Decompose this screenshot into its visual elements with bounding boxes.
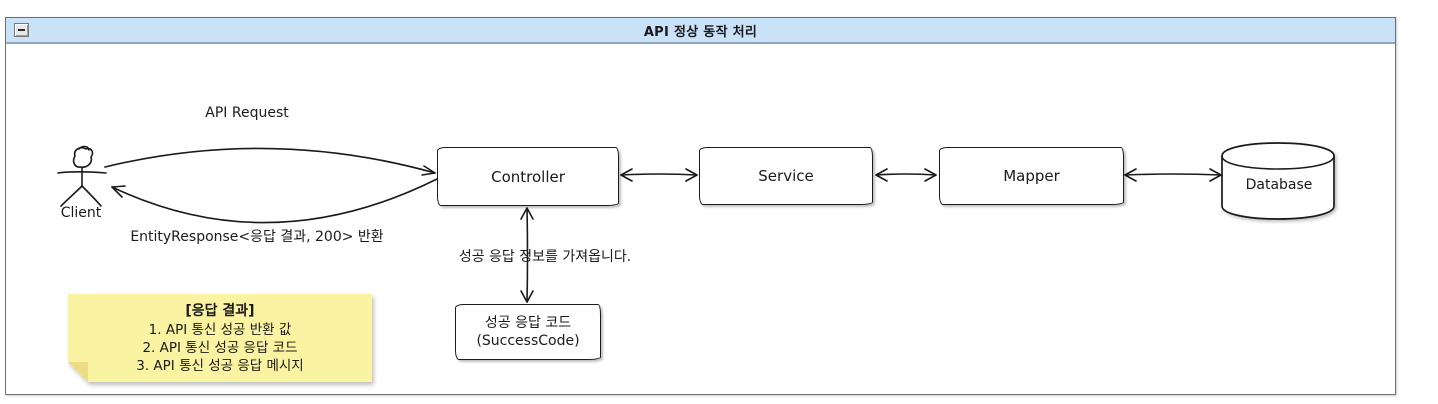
note-title: [응답 결과] bbox=[185, 303, 255, 320]
client-actor-icon bbox=[57, 145, 107, 207]
service-node: Service bbox=[699, 147, 873, 205]
response-note: [응답 결과] 1. API 통신 성공 반환 값 2. API 통신 성공 응… bbox=[68, 294, 372, 382]
note-item-2: 2. API 통신 성공 응답 코드 bbox=[142, 340, 298, 357]
successcode-node: 성공 응답 코드 (SuccessCode) bbox=[455, 304, 601, 360]
database-label: Database bbox=[1245, 177, 1313, 193]
service-label: Service bbox=[758, 167, 814, 185]
controller-label: Controller bbox=[491, 167, 565, 186]
frame-titlebar: API 정상 동작 처리 bbox=[6, 18, 1395, 44]
note-body: [응답 결과] 1. API 통신 성공 반환 값 2. API 통신 성공 응… bbox=[68, 294, 372, 382]
controller-service-arrow bbox=[620, 168, 698, 182]
request-arrow bbox=[104, 147, 436, 176]
note-item-1: 1. API 통신 성공 반환 값 bbox=[148, 322, 292, 339]
database-node bbox=[1221, 142, 1335, 220]
mapper-database-arrow bbox=[1124, 168, 1222, 182]
frame-title: API 정상 동작 처리 bbox=[643, 24, 758, 40]
controller-successcode-arrow bbox=[520, 207, 534, 303]
successcode-label-line2: (SuccessCode) bbox=[476, 333, 580, 349]
successcode-label-line1: 성공 응답 코드 bbox=[484, 314, 572, 331]
response-arrow bbox=[111, 178, 438, 224]
mapper-node: Mapper bbox=[939, 147, 1124, 205]
note-item-3: 3. API 통신 성공 응답 메시지 bbox=[136, 357, 304, 374]
service-mapper-arrow bbox=[875, 168, 937, 182]
mapper-label: Mapper bbox=[1003, 167, 1060, 185]
fetch-label: 성공 응답 정보를 가져옵니다. bbox=[458, 249, 632, 265]
controller-node: Controller bbox=[437, 147, 619, 206]
request-label: API Request bbox=[205, 105, 289, 121]
client-actor-label: Client bbox=[60, 205, 102, 221]
response-label: EntityResponse<응답 결과, 200> 반환 bbox=[130, 229, 384, 245]
minus-glyph bbox=[18, 29, 25, 31]
collapse-icon[interactable] bbox=[14, 23, 29, 37]
